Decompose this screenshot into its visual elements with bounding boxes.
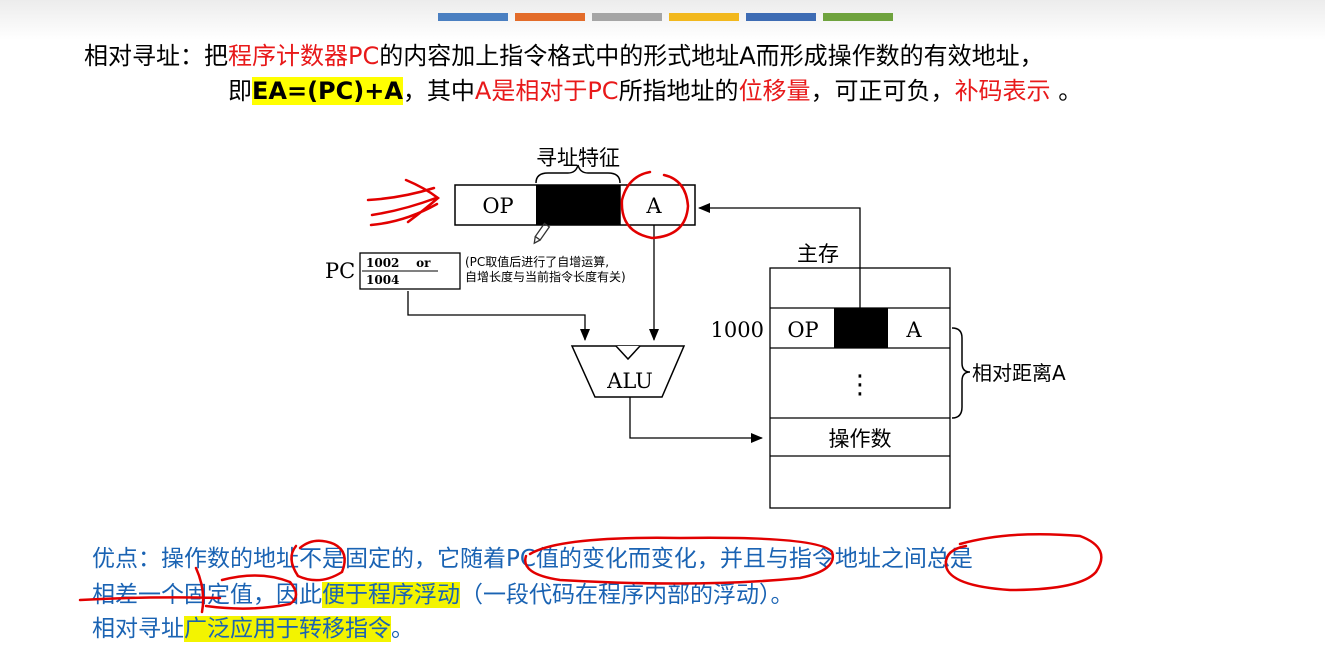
memory-feature-field	[834, 308, 888, 348]
memory-label: 主存	[797, 242, 839, 266]
advantages-text-2c: （一段代码在程序内部的浮动）。	[460, 582, 794, 608]
pc-note-1: (PC取值后进行了自增运算,	[465, 254, 609, 269]
instruction-op: OP	[482, 194, 513, 218]
usage-highlight: 广泛应用于转移指令	[184, 616, 391, 642]
stripe-blue	[438, 13, 508, 21]
relative-distance-label: 相对距离A	[972, 361, 1066, 385]
alu-to-operand-line	[629, 397, 763, 443]
pc-value-1: 1002 or	[366, 256, 431, 270]
alu-notch	[615, 345, 641, 361]
usage-period: 。	[391, 616, 414, 642]
top-shade	[0, 0, 1325, 40]
period: 。	[1050, 77, 1083, 105]
addressing-feature-field	[536, 185, 620, 225]
memory-address: 1000	[711, 318, 764, 342]
memory-operand: 操作数	[829, 427, 892, 451]
program-counter-term: 程序计数器PC	[228, 42, 380, 70]
stripe-gray	[592, 13, 662, 21]
stripe-navy	[746, 13, 816, 21]
twos-complement-term: 补码表示	[954, 77, 1051, 105]
a-relative-pc: A是相对于PC	[474, 77, 619, 105]
definition-rest: 的内容加上指令格式中的形式地址A而形成操作数的有效地址，	[379, 42, 1044, 70]
pc-label: PC	[325, 259, 355, 283]
formula-prefix: 即	[228, 77, 252, 105]
advantages-text-1: 优点：操作数的地址不是固定的，它随着PC值的变化而变化，并且与指令地址之间总是	[92, 546, 973, 572]
ea-formula: EA=(PC)+A	[252, 77, 403, 105]
advantages-line-2: 相差一个固定值，因此便于程序浮动（一段代码在程序内部的浮动）。	[92, 579, 794, 611]
memory-op: OP	[787, 318, 818, 342]
pc-note-2: 自增长度与当前指令长度有关)	[465, 269, 626, 284]
definition-prefix: 相对寻址：把	[84, 42, 228, 70]
advantages-line-3: 相对寻址广泛应用于转移指令。	[92, 613, 414, 645]
instruction-a: A	[645, 194, 662, 218]
alu-unit	[570, 345, 686, 398]
definition-line-1: 相对寻址：把程序计数器PC的内容加上指令格式中的形式地址A而形成操作数的有效地址…	[84, 40, 1044, 72]
addressing-feature-brace	[535, 164, 621, 184]
stripe-green	[823, 13, 893, 21]
pc-to-alu-line	[407, 291, 590, 341]
stripe-gold	[669, 13, 739, 21]
relative-distance-brace	[951, 327, 971, 419]
relocation-highlight: 便于程序浮动	[322, 582, 460, 608]
pc-value-2: 1004	[366, 273, 399, 287]
memory-to-instruction-line	[698, 203, 861, 308]
advantages-line-1: 优点：操作数的地址不是固定的，它随着PC值的变化而变化，并且与指令地址之间总是	[92, 543, 973, 575]
memory-dots: ⋮	[847, 370, 873, 400]
displacement-term: 位移量	[738, 77, 811, 105]
definition-line-2: 即EA=(PC)+A，其中A是相对于PC所指地址的位移量，可正可负，补码表示 。	[228, 75, 1082, 107]
sign-note: ，可正可负，	[810, 77, 955, 105]
advantages-text-2a: 相差一个固定值，因此	[92, 582, 322, 608]
alu-label: ALU	[606, 369, 653, 393]
formula-mid: 所指地址的	[618, 77, 739, 105]
memory-a: A	[905, 318, 922, 342]
pencil-icon	[533, 222, 551, 245]
relative-addressing-diagram: 寻址特征 OP A PC 1002 or 1004 (PC取值后进行了自增运算,…	[325, 146, 1066, 509]
usage-prefix: 相对寻址	[92, 616, 184, 642]
stripe-orange	[515, 13, 585, 21]
formula-sep: ，其中	[402, 77, 475, 105]
